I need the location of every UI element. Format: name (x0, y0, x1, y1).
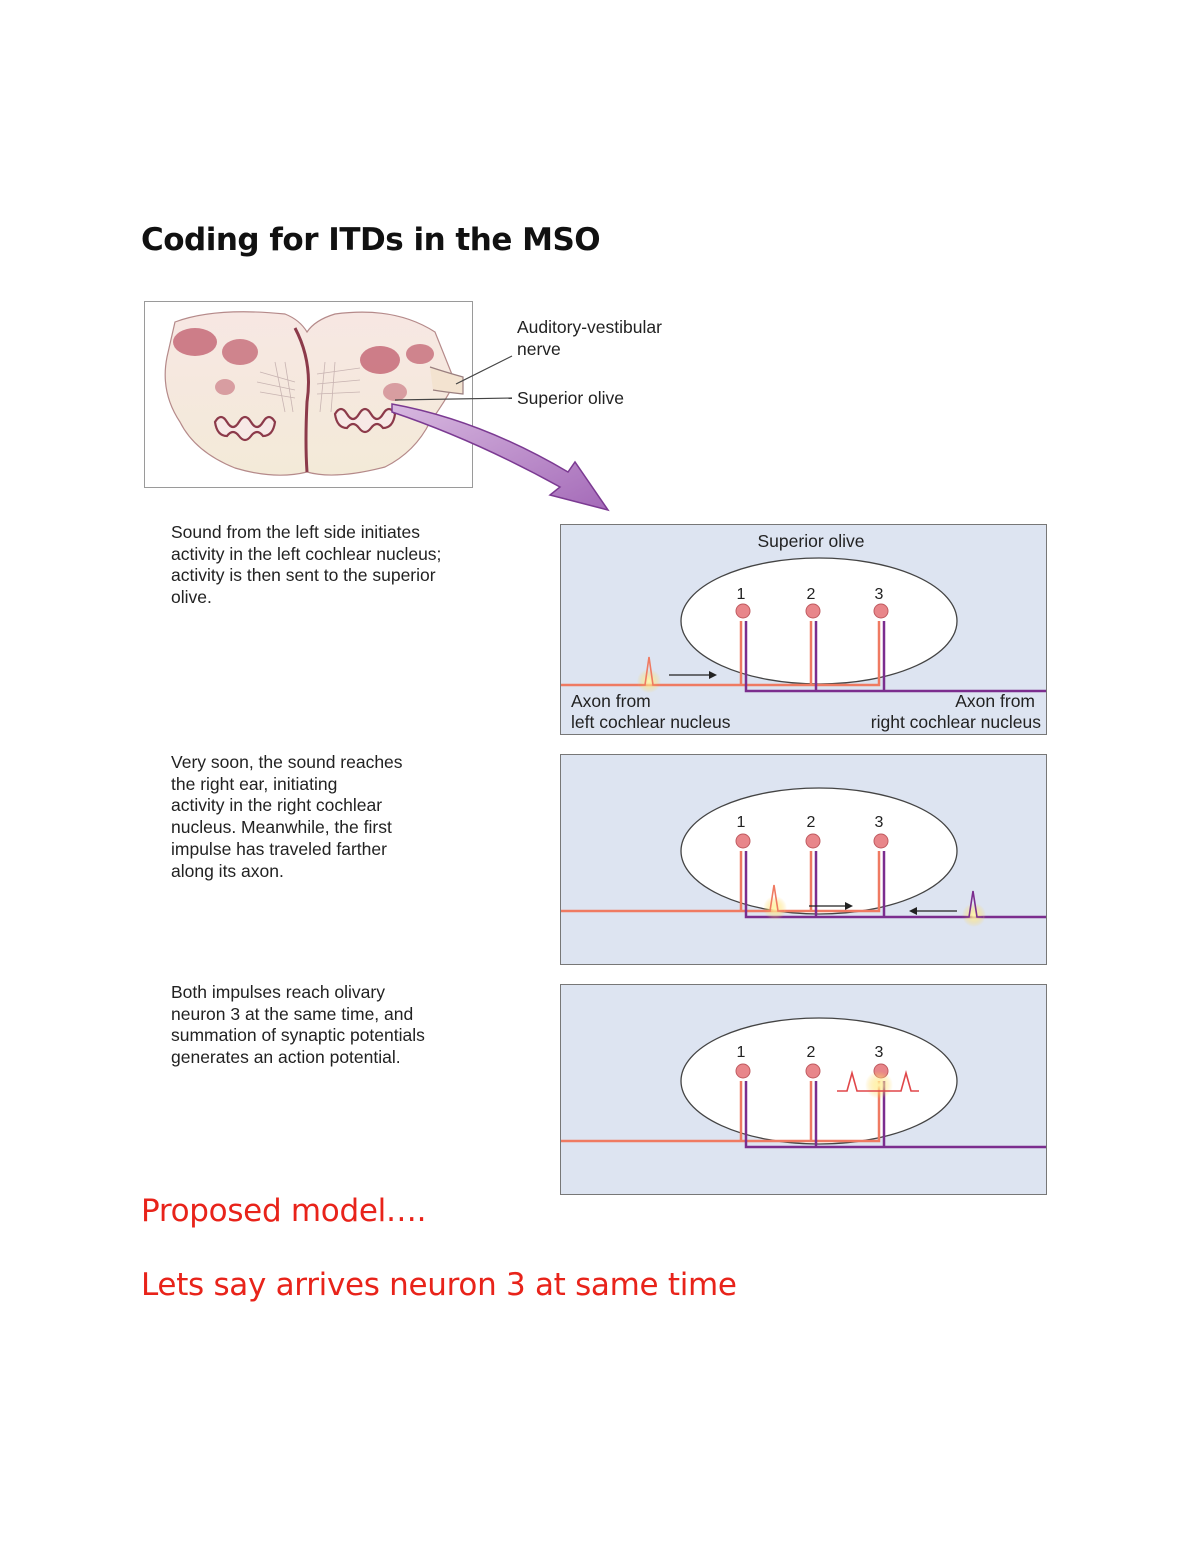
neuron-3-label: 3 (875, 814, 884, 831)
superior-olive-label: Superior olive (517, 388, 624, 408)
page-title: Coding for ITDs in the MSO (141, 222, 601, 258)
panel-2-diagram: 1 2 3 (561, 755, 1046, 964)
right-impulse-spike (963, 890, 983, 918)
panel-2-description: Very soon, the sound reaches the right e… (171, 752, 403, 881)
neuron-3-label: 3 (875, 1044, 884, 1061)
olive-panel-3: 1 2 3 (560, 984, 1047, 1195)
sound-wave-left (561, 525, 641, 734)
proposed-model-note: Proposed model…. (141, 1193, 427, 1229)
impulse-spike (639, 656, 659, 686)
neuron-2-label: 2 (807, 586, 816, 603)
brainstem-cross-section-illustration (164, 311, 464, 476)
neuron-1-label: 1 (737, 586, 746, 603)
olive-panel-1: Superior olive 1 2 3 Axon from left coch… (560, 524, 1047, 735)
neuron-2-label: 2 (807, 1044, 816, 1061)
summed-action-potential (837, 1070, 919, 1092)
olive-panel-2: 1 2 3 (560, 754, 1047, 965)
panel-3-diagram: 1 2 3 (561, 985, 1046, 1194)
nerve-label: Auditory-vestibular nerve (517, 317, 662, 359)
left-impulse-spike (764, 884, 784, 912)
axon-left-label-line2: left cochlear nucleus (571, 712, 731, 732)
axon-right-label-line2: right cochlear nucleus (871, 712, 1041, 732)
neuron-3-label: 3 (875, 586, 884, 603)
axon-left-label-line1: Axon from (571, 691, 651, 711)
superior-olive-ellipse (680, 557, 958, 685)
olive-leader-line (394, 397, 513, 401)
nerve-leader-line (455, 355, 513, 385)
sound-wave-right (968, 755, 1046, 964)
panel-1-diagram: Superior olive 1 2 3 Axon from left coch… (561, 525, 1046, 734)
neuron-bodies (735, 603, 889, 619)
neuron-1-label: 1 (737, 1044, 746, 1061)
panel-3-description: Both impulses reach olivary neuron 3 at … (171, 982, 425, 1068)
neuron-1-label: 1 (737, 814, 746, 831)
magnify-arrow (391, 403, 610, 512)
arrival-note: Lets say arrives neuron 3 at same time (141, 1267, 737, 1303)
brainstem-figure (144, 301, 473, 488)
panel-1-description: Sound from the left side initiates activ… (171, 522, 442, 608)
axon-right-label-line1: Axon from (955, 691, 1035, 711)
olive-title: Superior olive (758, 531, 865, 551)
neuron-2-label: 2 (807, 814, 816, 831)
